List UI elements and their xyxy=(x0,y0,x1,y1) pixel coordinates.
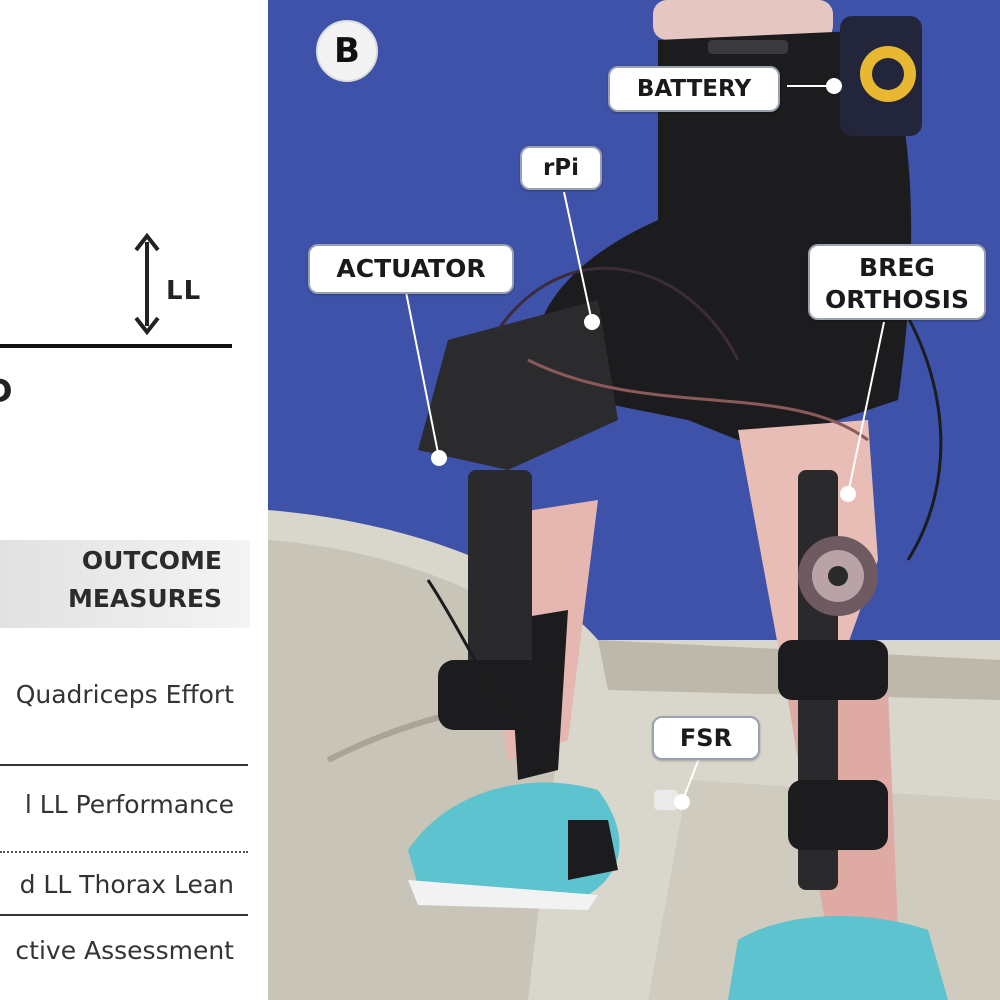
outcome-header-line2: MEASURES xyxy=(68,584,222,613)
ll-label: LL xyxy=(166,276,202,306)
panel-letter-b: B xyxy=(316,20,378,82)
divider xyxy=(0,764,248,766)
ground-line xyxy=(0,344,232,348)
outcome-measures-header: OUTCOME MEASURES xyxy=(0,540,250,628)
exoskeleton-photo xyxy=(268,0,1000,1000)
label-actuator: ACTUATOR xyxy=(308,244,514,294)
divider xyxy=(0,851,248,853)
cropped-letter: D xyxy=(0,372,13,410)
measure-item: l LL Performance xyxy=(24,790,234,819)
label-breg-line2: ORTHOSIS xyxy=(825,285,969,314)
label-rpi: rPi xyxy=(520,146,602,190)
left-figure-panel: LL D OUTCOME MEASURES Quadriceps Effort … xyxy=(0,0,268,1000)
measure-item: ctive Assessment xyxy=(15,936,234,965)
double-arrow-icon xyxy=(134,232,160,336)
label-breg-line1: BREG xyxy=(859,253,935,282)
divider xyxy=(0,914,248,916)
label-battery: BATTERY xyxy=(608,66,780,112)
measure-item: d LL Thorax Lean xyxy=(19,870,234,899)
label-breg-orthosis: BREG ORTHOSIS xyxy=(808,244,986,320)
label-fsr: FSR xyxy=(652,716,760,760)
outcome-header-line1: OUTCOME xyxy=(81,546,222,575)
measure-item: Quadriceps Effort xyxy=(15,680,234,709)
photo-illustration xyxy=(268,0,1000,1000)
